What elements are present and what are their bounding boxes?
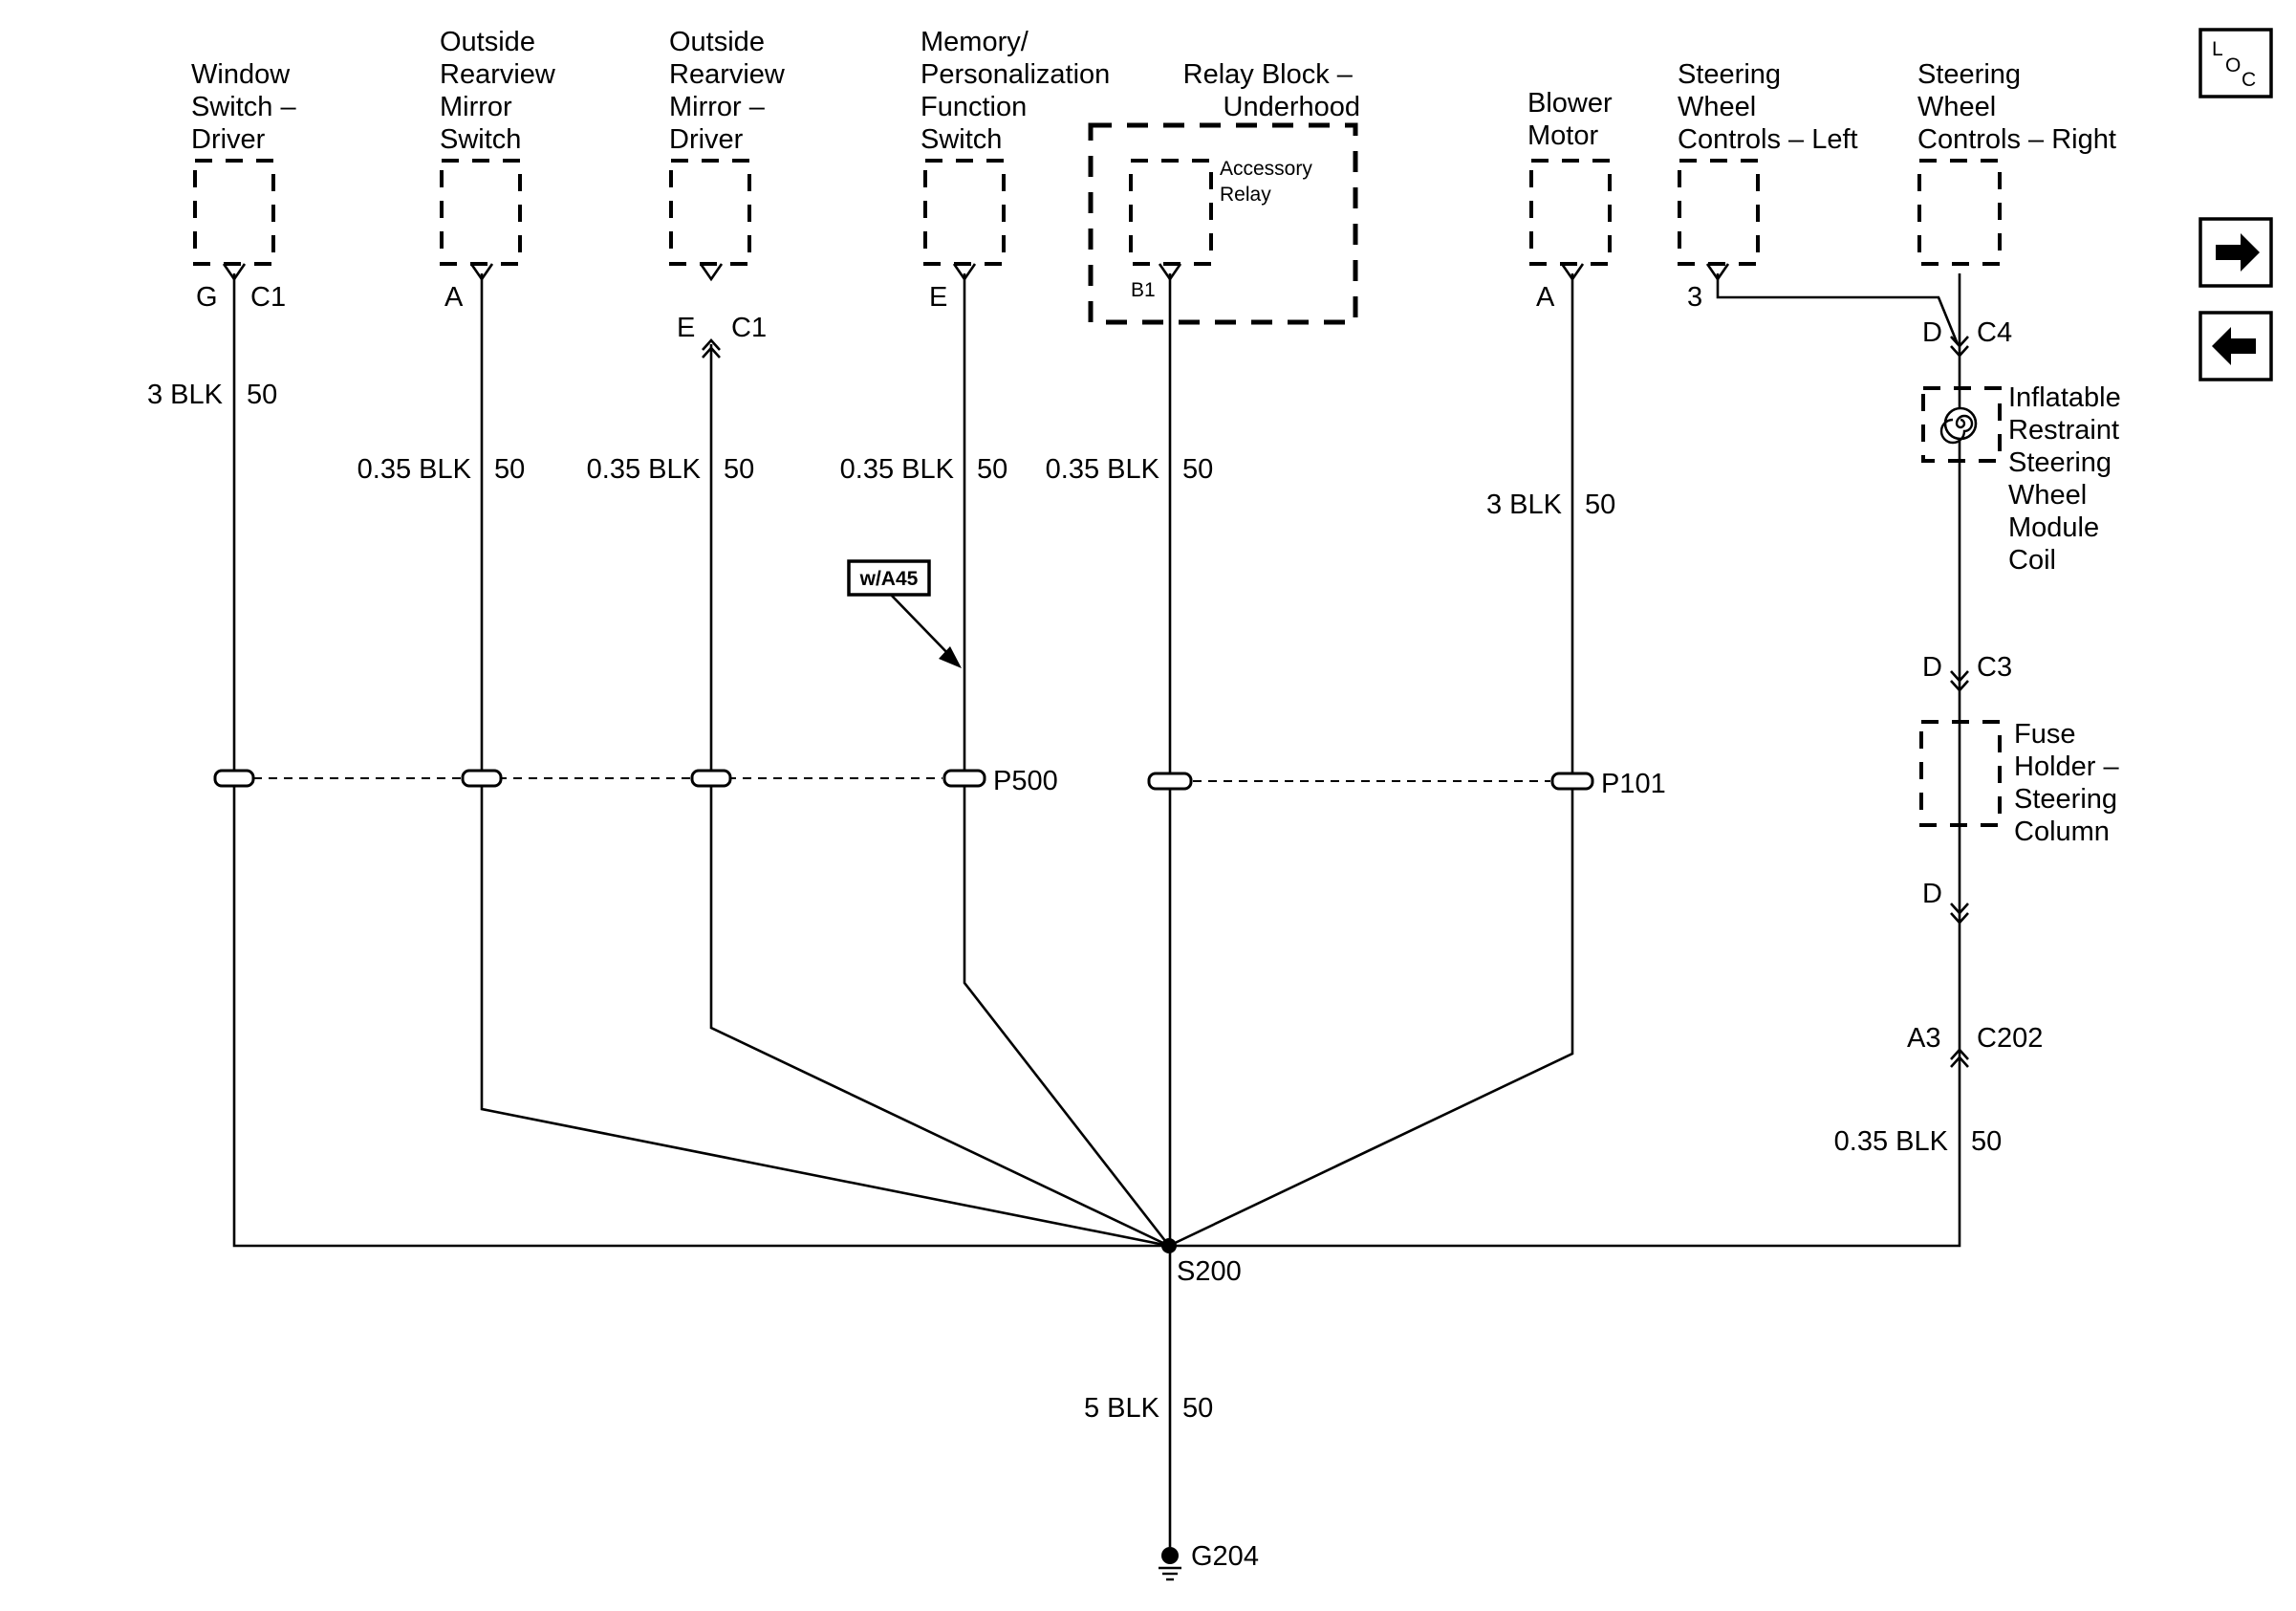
- arrow-right-icon: [2216, 233, 2260, 272]
- splice-s200-label: S200: [1177, 1256, 1242, 1287]
- ground-g204-label: G204: [1191, 1541, 1259, 1572]
- mirror-switch-label: Outside Rearview Mirror Switch: [440, 27, 563, 155]
- swc-right-pin: D: [1922, 317, 1942, 348]
- loc-letter-c: C: [2242, 69, 2256, 91]
- fuse-out-symbol: [1950, 903, 1969, 925]
- blower-wire: [1168, 273, 1574, 1248]
- relay-pin-symbol: [1158, 263, 1182, 282]
- memory-pin-symbol: [952, 263, 977, 282]
- memory-wire-circuit: 50: [977, 454, 1007, 485]
- memory-pin: E: [929, 282, 947, 313]
- relay-wire-size: 0.35 BLK: [1046, 454, 1160, 485]
- swc-right-label: Steering Wheel Controls – Right: [1917, 59, 2116, 155]
- window-pin: G: [196, 282, 218, 313]
- blower-pin-symbol: [1560, 263, 1585, 282]
- window-pin-symbol: [222, 263, 247, 282]
- splice-s200-dot: [1161, 1238, 1177, 1253]
- coil-c3-symbol: [1950, 670, 1969, 692]
- swc-right-wire-circuit: 50: [1971, 1126, 2002, 1157]
- option-tag-label: w/A45: [859, 568, 919, 590]
- fuse-pin: D: [1922, 879, 1942, 909]
- memory-switch-box: [923, 159, 1006, 266]
- window-switch-box: [193, 159, 275, 266]
- loc-letter-o: O: [2225, 54, 2241, 76]
- mirror-switch-wire: [480, 273, 1170, 1248]
- relay-block-box: [1088, 122, 1358, 325]
- sir-coil-spiral-icon: [1939, 406, 1978, 445]
- sir-coil-box: [1921, 386, 2002, 463]
- mirror-driver-box: [669, 159, 751, 266]
- p101-label: P101: [1601, 769, 1666, 799]
- swc-left-pin: 3: [1687, 282, 1702, 313]
- window-switch-label: Window Switch – Driver: [191, 59, 304, 155]
- memory-wire: [963, 273, 1171, 1247]
- swc-left-label: Steering Wheel Controls – Left: [1678, 59, 1858, 155]
- relay-pin: B1: [1131, 279, 1156, 301]
- swc-right-c4-symbol: [1950, 336, 1969, 358]
- mirror-driver-wire: [709, 344, 1170, 1248]
- blower-motor-box: [1529, 159, 1612, 266]
- mirror-driver-pin-symbol: [699, 263, 724, 282]
- loc-button[interactable]: L O C: [2199, 28, 2273, 98]
- p500-label: P500: [993, 766, 1058, 796]
- window-wire-size: 3 BLK: [147, 380, 224, 410]
- coil-conn: C3: [1977, 652, 2012, 683]
- swc-left-box: [1678, 159, 1760, 266]
- mirror-driver-c1-symbol: [702, 338, 721, 359]
- mirror-driver-label: Outside Rearview Mirror – Driver: [669, 27, 792, 155]
- ground-icon: [1159, 1547, 1181, 1581]
- swc-left-wire: [1716, 273, 1960, 345]
- mirror-switch-pin-symbol: [469, 263, 494, 282]
- mirror-switch-wire-circuit: 50: [494, 454, 525, 485]
- pass-through-grommets: [213, 769, 1594, 791]
- c202-conn: C202: [1977, 1023, 2043, 1054]
- arrow-left-icon: [2212, 327, 2256, 365]
- coil-pin: D: [1922, 652, 1942, 683]
- ground-wire-circuit: 50: [1182, 1393, 1213, 1424]
- mirror-driver-pin: E: [677, 313, 695, 343]
- swc-right-wire: [1169, 273, 1961, 1248]
- blower-motor-label: Blower Motor: [1527, 88, 1620, 151]
- window-wire-circuit: 50: [247, 380, 277, 410]
- next-page-button[interactable]: [2199, 217, 2273, 288]
- memory-switch-label: Memory/ Personalization Function Switch: [921, 27, 1117, 155]
- loc-letter-l: L: [2212, 38, 2223, 60]
- ground-wire-size: 5 BLK: [1084, 1393, 1160, 1424]
- mirror-switch-pin: A: [444, 282, 464, 313]
- mirror-switch-wire-size: 0.35 BLK: [357, 454, 472, 485]
- window-conn: C1: [250, 282, 286, 313]
- mirror-driver-wire-circuit: 50: [724, 454, 754, 485]
- swc-right-box: [1917, 159, 2002, 266]
- swc-right-wire-size: 0.35 BLK: [1834, 1126, 1949, 1157]
- mirror-driver-wire-size: 0.35 BLK: [587, 454, 702, 485]
- blower-wire-circuit: 50: [1585, 490, 1615, 520]
- option-tag-box: [847, 559, 931, 597]
- blower-pin: A: [1536, 282, 1555, 313]
- c202-symbol: [1950, 1048, 1969, 1068]
- fuse-holder-label: Fuse Holder – Steering Column: [2014, 719, 2127, 847]
- c202-pin: A3: [1907, 1023, 1940, 1054]
- memory-wire-size: 0.35 BLK: [840, 454, 955, 485]
- relay-wire-circuit: 50: [1182, 454, 1213, 485]
- window-wire: [232, 273, 1169, 1248]
- mirror-driver-conn: C1: [731, 313, 767, 343]
- blower-wire-size: 3 BLK: [1486, 490, 1563, 520]
- accessory-relay-label: Accessory Relay: [1220, 158, 1318, 206]
- swc-left-pin-symbol: [1705, 263, 1730, 282]
- accessory-relay-box: [1129, 159, 1213, 266]
- mirror-switch-box: [440, 159, 522, 266]
- sir-coil-label: Inflatable Restraint Steering Wheel Modu…: [2008, 382, 2129, 576]
- relay-block-label: Relay Block – Underhood: [1183, 59, 1360, 122]
- previous-page-button[interactable]: [2199, 311, 2273, 381]
- option-arrow-icon: [890, 594, 962, 668]
- swc-right-conn: C4: [1977, 317, 2012, 348]
